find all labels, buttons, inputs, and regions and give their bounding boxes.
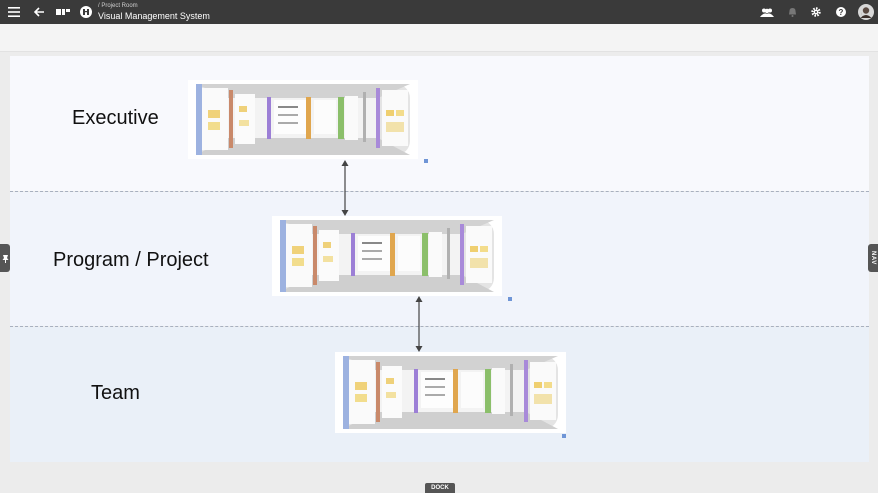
room-preview xyxy=(343,356,558,429)
back-arrow-icon[interactable] xyxy=(31,0,47,24)
level-label-executive: Executive xyxy=(72,107,159,129)
top-bar: / Project Room Visual Management System … xyxy=(0,0,878,24)
connector-arrow xyxy=(341,160,349,216)
connector-arrow xyxy=(415,296,423,352)
help-icon[interactable]: ? xyxy=(834,0,848,24)
breadcrumb[interactable]: / Project Room xyxy=(98,3,138,9)
executive-band xyxy=(10,56,869,191)
level-label-team: Team xyxy=(91,382,140,404)
room-preview xyxy=(280,220,494,292)
level-divider xyxy=(10,326,869,327)
svg-text:?: ? xyxy=(839,8,844,17)
gear-icon[interactable] xyxy=(809,0,823,24)
dock-tab[interactable]: DOCK xyxy=(425,483,455,493)
menu-icon[interactable] xyxy=(6,0,22,24)
pin-icon xyxy=(2,254,8,263)
avatar[interactable] xyxy=(857,0,875,24)
left-panel-tab[interactable] xyxy=(0,244,10,272)
room-link-icon[interactable] xyxy=(424,159,428,163)
level-label-program: Program / Project xyxy=(53,249,209,271)
toolbar-strip xyxy=(0,24,878,52)
app-logo[interactable] xyxy=(55,0,71,24)
team-room-thumbnail[interactable] xyxy=(335,352,566,438)
program-room-thumbnail[interactable] xyxy=(272,216,512,301)
executive-room-thumbnail[interactable] xyxy=(188,80,428,163)
people-icon[interactable] xyxy=(759,0,775,24)
nav-panel-tab[interactable]: NAV xyxy=(868,244,878,272)
room-link-icon[interactable] xyxy=(562,434,566,438)
hierarchy-canvas: Executive Program / Project Team xyxy=(10,56,869,462)
level-divider xyxy=(10,191,869,192)
bell-icon[interactable] xyxy=(785,0,799,24)
page-title: Visual Management System xyxy=(98,11,210,21)
nav-tab-label: NAV xyxy=(870,251,876,265)
room-icon xyxy=(78,0,94,24)
room-link-icon[interactable] xyxy=(508,297,512,301)
room-preview xyxy=(196,84,410,155)
